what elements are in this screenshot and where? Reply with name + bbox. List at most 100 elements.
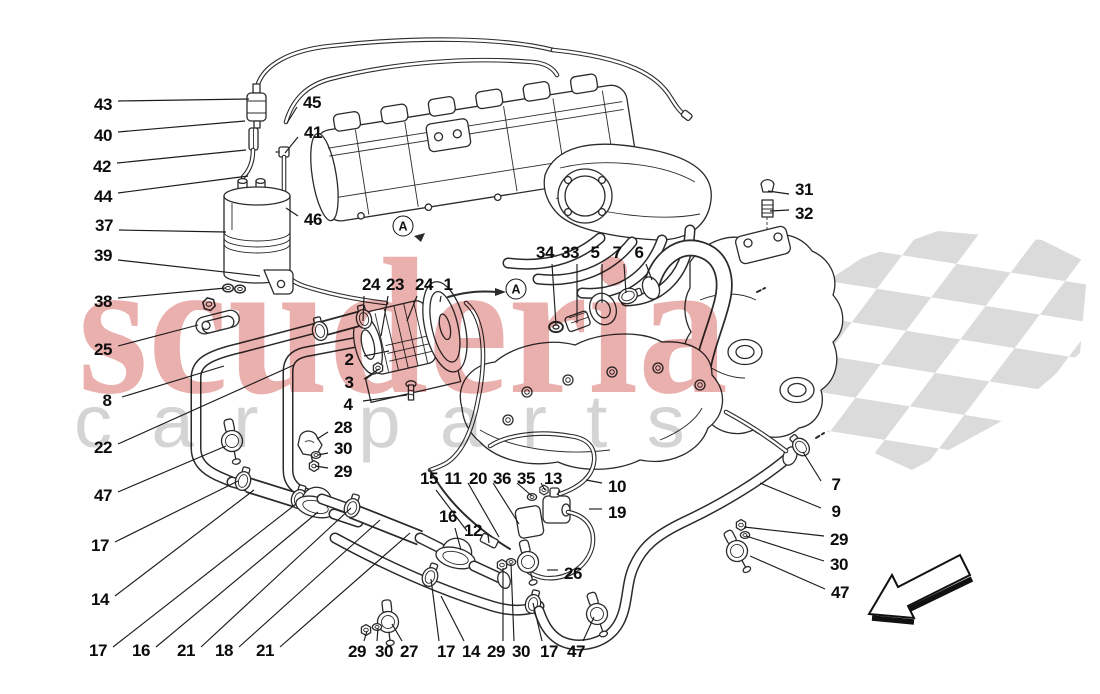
part-label-37: 37 (94, 216, 114, 235)
part-label-8: 8 (102, 391, 112, 410)
part-label-46: 46 (303, 210, 323, 229)
part-label-20: 20 (468, 469, 488, 488)
leader-line-10 (585, 479, 603, 484)
part-label-4: 4 (343, 395, 353, 414)
part-label-10: 10 (607, 477, 627, 496)
part-label-47: 47 (93, 486, 113, 505)
leader-line-32 (769, 209, 790, 212)
leader-line-28 (316, 431, 329, 440)
leader-line-29 (363, 630, 368, 642)
leader-line-34 (551, 263, 557, 326)
part-label-24: 24 (414, 275, 434, 294)
leader-line-21 (200, 507, 352, 648)
part-label-22: 22 (93, 438, 113, 457)
part-label-36: 36 (492, 469, 512, 488)
part-label-30: 30 (511, 642, 531, 661)
part-label-3: 3 (344, 373, 354, 392)
bracket-25 (195, 295, 240, 335)
leader-line-20 (492, 482, 520, 525)
leader-line-29 (743, 526, 825, 537)
mount-28 (297, 430, 323, 473)
part-label-24: 24 (361, 275, 381, 294)
part-label-45: 45 (302, 93, 322, 112)
leader-line-47 (582, 616, 595, 642)
hose-15 (427, 300, 511, 550)
part-label-21: 21 (255, 641, 275, 660)
part-label-29: 29 (333, 462, 353, 481)
leader-line-36 (516, 482, 533, 497)
part-label-41: 41 (303, 123, 323, 142)
leader-line-40 (117, 120, 246, 133)
part-label-14: 14 (461, 642, 481, 661)
leader-line-35 (540, 482, 546, 491)
leader-line-7 (802, 451, 822, 482)
leader-line-14 (114, 489, 255, 597)
leader-line-18 (238, 519, 381, 648)
leader-line-24 (362, 295, 365, 322)
watermark-word2: car parts (74, 380, 724, 463)
leader-line-25 (117, 324, 199, 347)
part-label-26: 26 (563, 564, 583, 583)
leader-line-27 (391, 623, 403, 642)
leader-line-23 (380, 295, 389, 337)
leader-line-37 (118, 229, 227, 233)
leader-line-31 (767, 190, 790, 195)
leader-line-9 (759, 482, 822, 509)
part-label-21: 21 (176, 641, 196, 660)
part-label-34: 34 (535, 243, 555, 262)
leader-line-46 (285, 207, 299, 217)
part-label-16: 16 (438, 507, 458, 526)
leader-lines (112, 98, 826, 648)
leader-line-45 (286, 106, 298, 124)
part-label-9: 9 (831, 502, 841, 521)
part-label-13: 13 (543, 469, 563, 488)
leader-line-44 (117, 175, 249, 194)
part-label-43: 43 (93, 95, 113, 114)
part-label-7: 7 (831, 475, 841, 494)
part-label-31: 31 (794, 180, 814, 199)
leader-line-22 (117, 364, 295, 445)
leader-line-15 (435, 489, 468, 532)
leader-line-4 (362, 394, 408, 402)
part-label-29: 29 (347, 642, 367, 661)
part-label-38: 38 (93, 292, 113, 311)
leader-line-16 (454, 527, 462, 551)
part-label-17: 17 (88, 641, 108, 660)
intake-plenum (502, 143, 712, 307)
leader-line-30 (376, 627, 379, 642)
part-label-30: 30 (333, 439, 353, 458)
watermark-word1: scuderia (78, 219, 728, 435)
part-label-6: 6 (634, 243, 644, 262)
part-label-33: 33 (560, 243, 580, 262)
leader-line-29 (314, 465, 329, 469)
hose-to-A (447, 288, 506, 298)
leader-line-30 (317, 452, 329, 456)
leader-line-2 (363, 350, 390, 357)
part-label-32: 32 (794, 204, 814, 223)
part-label-25: 25 (93, 340, 113, 359)
leader-line-7 (623, 263, 627, 294)
part-label-30: 30 (829, 555, 849, 574)
pump-inlet-hose (308, 302, 375, 343)
part-label-27: 27 (399, 642, 419, 661)
leader-line-47 (749, 555, 826, 590)
part-label-11: 11 (444, 469, 462, 488)
part-label-15: 15 (419, 469, 439, 488)
checkered-flag (765, 231, 1088, 470)
leader-line-6 (645, 263, 653, 281)
leader-line-39 (117, 259, 261, 277)
part-label-2: 2 (344, 350, 354, 369)
view-marker-A: A (392, 215, 414, 237)
watermark: scuderia car parts (74, 219, 728, 463)
leader-line-17 (532, 602, 543, 642)
part-label-29: 29 (486, 642, 506, 661)
a-point-arrow (414, 233, 425, 242)
part-label-29: 29 (829, 530, 849, 549)
leader-line-42 (116, 149, 247, 164)
vapor-filter (240, 83, 267, 180)
part-label-23: 23 (385, 275, 405, 294)
part-label-35: 35 (516, 469, 536, 488)
air-pipes (190, 310, 545, 648)
leader-line-11 (467, 482, 500, 538)
